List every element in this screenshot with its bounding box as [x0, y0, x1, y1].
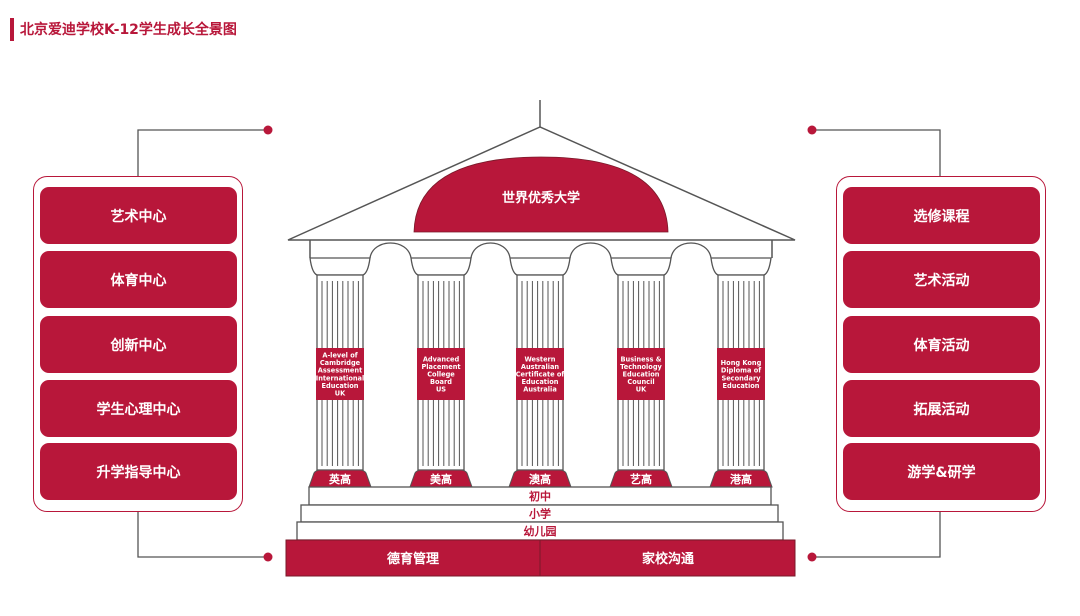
column-label-line: Hong Kong [721, 359, 762, 367]
roof-dome [413, 156, 669, 233]
left-panel: 艺术中心 体育中心 创新中心 学生心理中心 升学指导中心 [33, 176, 243, 512]
column-label-box [717, 348, 765, 400]
right-item-art-activities[interactable]: 艺术活动 [843, 251, 1040, 308]
title-accent-bar [10, 18, 14, 41]
connector-line [137, 129, 268, 176]
column-base-label: 港高 [730, 472, 752, 486]
left-item-psychology-center[interactable]: 学生心理中心 [40, 380, 237, 437]
column-capital [410, 257, 472, 276]
left-item-innovation-center[interactable]: 创新中心 [40, 316, 237, 373]
column-label-box [417, 348, 465, 400]
column-label-line: Certificate of [516, 371, 565, 379]
column-base [709, 469, 773, 488]
step-label: 幼儿园 [524, 524, 557, 538]
entablature-edge [309, 240, 773, 258]
right-item-electives[interactable]: 选修课程 [843, 187, 1040, 244]
column-base [409, 469, 473, 488]
column-base-label: 艺高 [630, 472, 652, 486]
page-title: 北京爱迪学校K-12学生成长全景图 [20, 22, 237, 38]
connector-dot [263, 125, 273, 135]
column-base-label: 英高 [328, 472, 351, 486]
column-label-line: International [316, 374, 365, 382]
step-label: 初中 [529, 489, 551, 503]
right-item-extension-activities[interactable]: 拓展活动 [843, 380, 1040, 437]
column-base [308, 469, 372, 488]
column-label-line: Australia [523, 386, 557, 394]
left-item-sports-center[interactable]: 体育中心 [40, 251, 237, 308]
right-item-study-tours[interactable]: 游学&研学 [843, 443, 1040, 500]
column-label-line: Technology [620, 363, 662, 371]
column-label-line: Western [524, 355, 555, 363]
connector-line [812, 511, 941, 558]
roof-label: 世界优秀大学 [502, 190, 580, 206]
column-capital [509, 257, 571, 276]
column-label-line: Council [627, 378, 654, 386]
column-label-line: Board [430, 378, 452, 386]
column-capital [710, 257, 772, 276]
left-item-art-center[interactable]: 艺术中心 [40, 187, 237, 244]
column-label-line: Secondary [721, 374, 761, 382]
arch [670, 242, 712, 259]
column-label-line: US [436, 386, 446, 394]
connector-dot [807, 552, 817, 562]
column-label-line: Advanced [423, 355, 460, 363]
arch [470, 242, 511, 259]
column-capital [610, 257, 672, 276]
column-base-label: 美高 [430, 472, 452, 486]
column-label-line: Education [723, 382, 760, 390]
column-label-line: Education [522, 378, 559, 386]
right-panel: 选修课程 艺术活动 体育活动 拓展活动 游学&研学 [836, 176, 1046, 512]
foundation-label-home-school: 家校沟通 [642, 551, 694, 567]
column-base-label: 澳高 [529, 472, 551, 486]
column-label-line: Education [322, 382, 359, 390]
column-label-line: Australian [521, 363, 560, 371]
connector-line [812, 129, 941, 176]
column-label-line: Diploma of [721, 367, 761, 375]
connector-dot [263, 552, 273, 562]
column-label-line: A-level of [322, 352, 357, 360]
foundation-label-moral: 德育管理 [387, 551, 439, 567]
column-label-line: UK [335, 390, 346, 398]
column-label-box [516, 348, 564, 400]
column-label-line: Education [623, 371, 660, 379]
column-label-box [617, 348, 665, 400]
connector-line [137, 511, 268, 558]
column-base [508, 469, 572, 488]
column-capital [309, 257, 371, 276]
column-label-box [316, 348, 364, 400]
right-item-sports-activities[interactable]: 体育活动 [843, 316, 1040, 373]
column-label-line: Cambridge [320, 359, 361, 367]
column-base [609, 469, 673, 488]
step-label: 小学 [528, 507, 551, 521]
left-item-guidance-center[interactable]: 升学指导中心 [40, 443, 237, 500]
column-label-line: UK [636, 386, 647, 394]
arch [569, 242, 612, 259]
column-label-line: Business & [621, 355, 662, 363]
connector-dot [807, 125, 817, 135]
column-label-line: Placement [421, 363, 460, 371]
column-label-line: Assessment [318, 367, 362, 375]
column-label-line: College [427, 371, 455, 379]
arch [369, 242, 412, 259]
